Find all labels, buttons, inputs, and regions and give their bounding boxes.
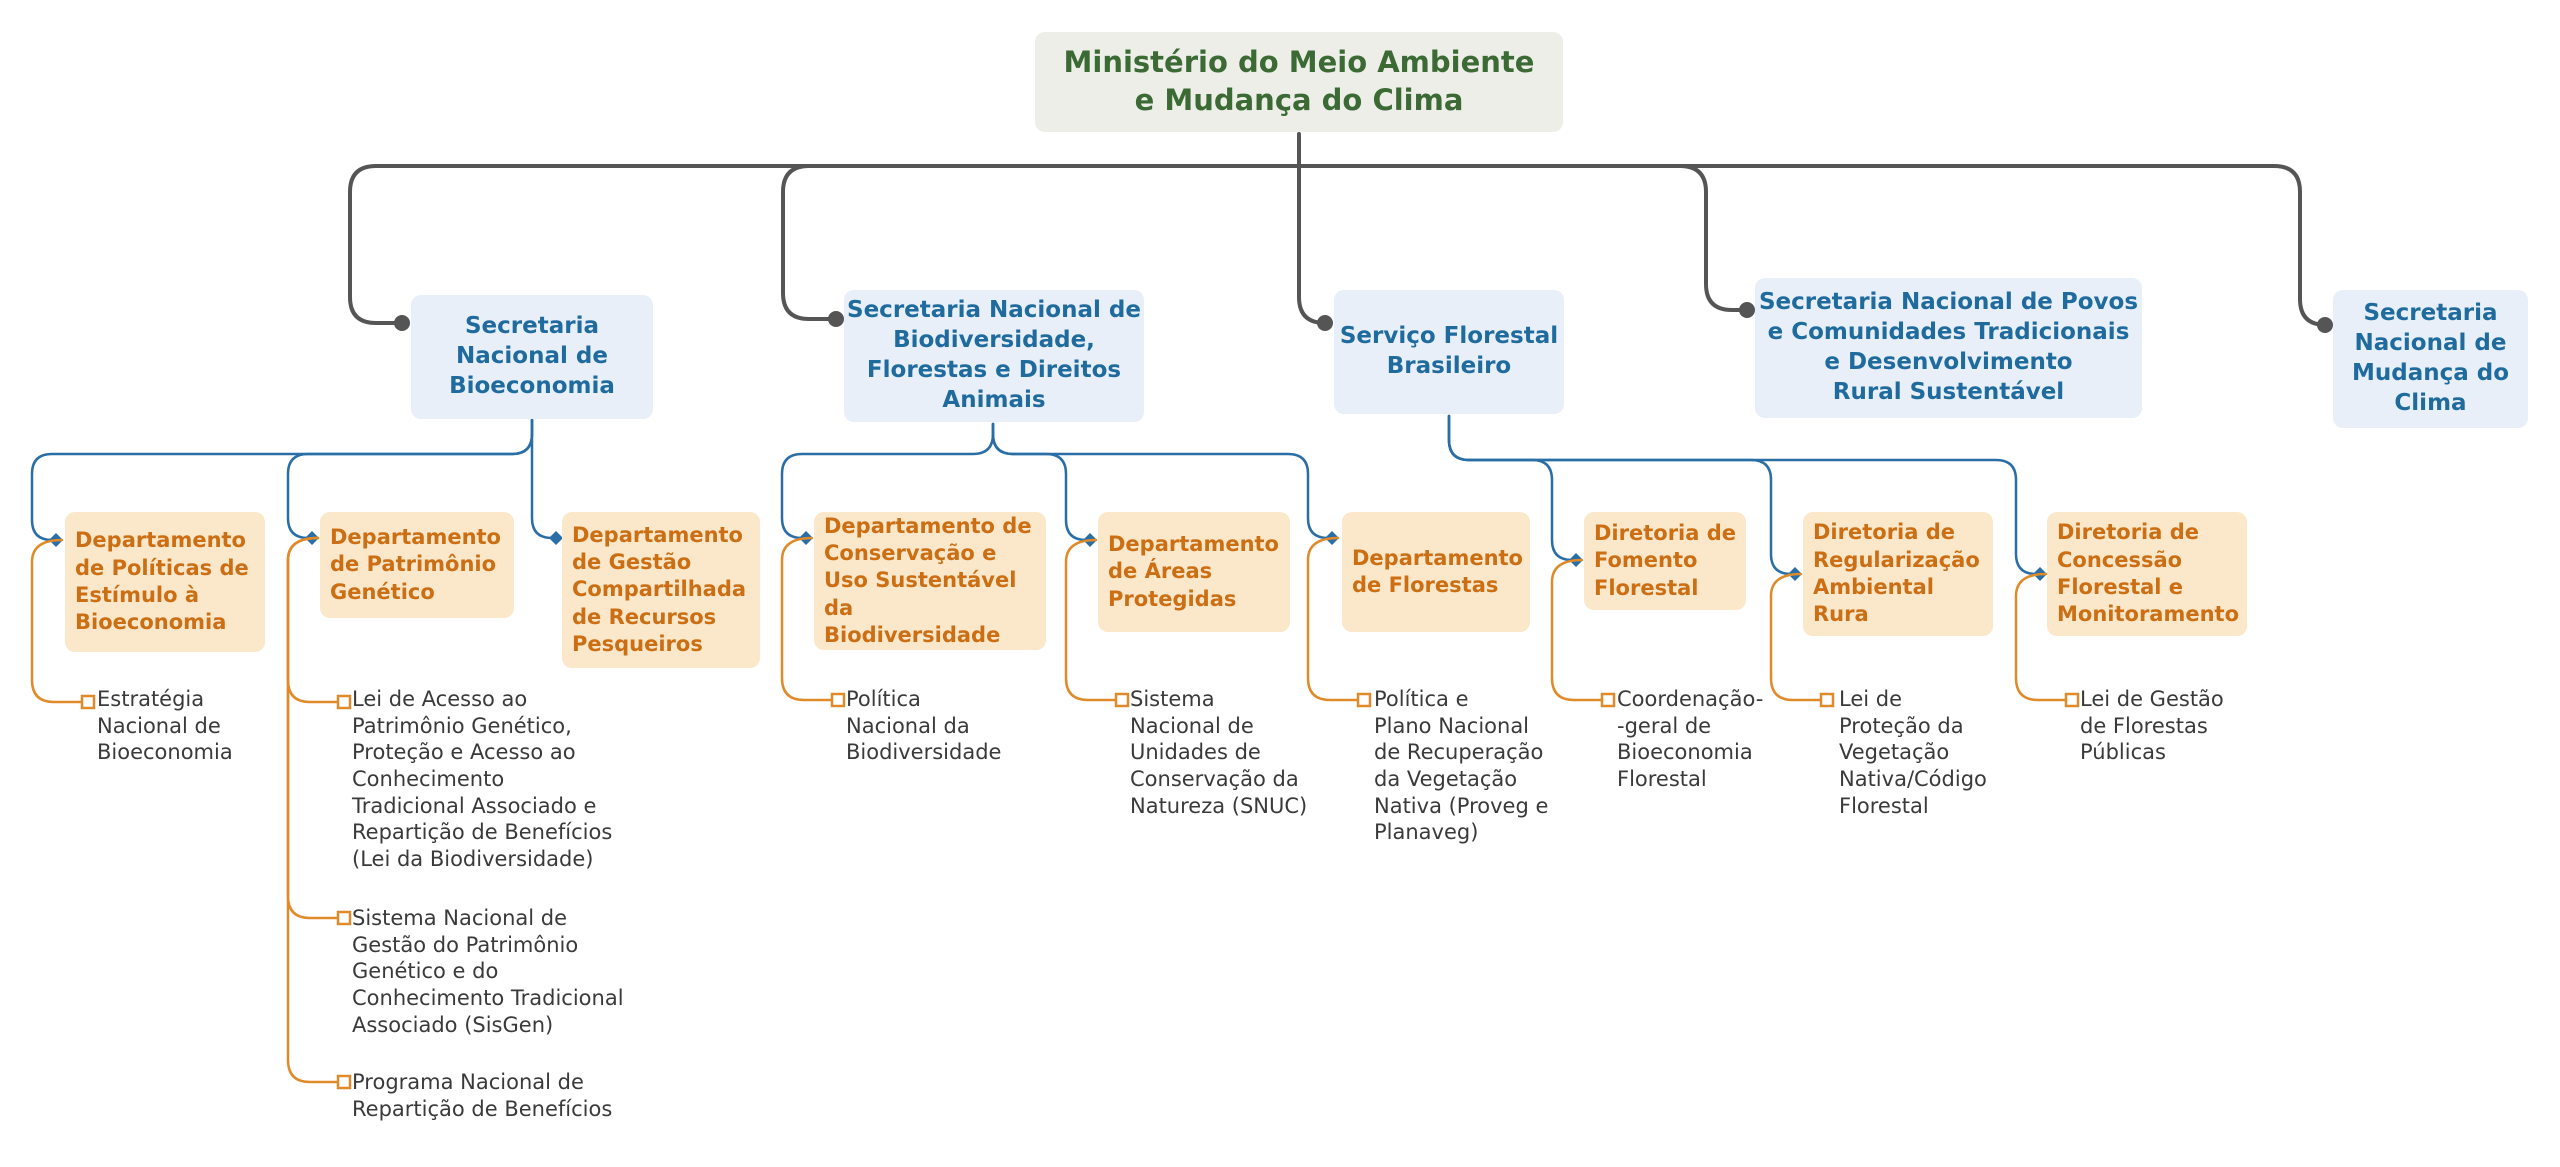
connector-square-marker bbox=[830, 692, 846, 708]
leaf-line bbox=[1064, 538, 1124, 702]
item-programa-reparticao[interactable]: Programa Nacional de Repartição de Benef… bbox=[352, 1069, 612, 1122]
department-label: Departamento de Florestas bbox=[1352, 545, 1523, 597]
department-label: Departamento de Áreas Protegidas bbox=[1108, 532, 1279, 611]
leaf-line bbox=[286, 536, 346, 1084]
connector-dot-marker bbox=[2317, 317, 2333, 333]
connector-square-marker bbox=[1356, 692, 1372, 708]
secretariat-servico-florestal[interactable]: Serviço Florestal Brasileiro bbox=[1334, 290, 1564, 414]
item-label: Política e Plano Nacional de Recuperação… bbox=[1374, 687, 1549, 845]
connector-square-marker bbox=[2064, 692, 2080, 708]
connector-square-marker bbox=[1114, 692, 1130, 708]
item-politica-biodiversidade[interactable]: Política Nacional da Biodiversidade bbox=[846, 686, 1001, 766]
connector-square-marker bbox=[1600, 692, 1616, 708]
item-codigo-florestal[interactable]: Lei de Proteção da Vegetação Nativa/Códi… bbox=[1839, 686, 1987, 819]
secretariat-povos-comunidades[interactable]: Secretaria Nacional de Povos e Comunidad… bbox=[1755, 278, 2142, 418]
connector-diamond-marker bbox=[549, 531, 563, 545]
department-patrimonio-genetico[interactable]: Departamento de Patrimônio Genético bbox=[320, 512, 514, 618]
trunk-line bbox=[348, 164, 1301, 325]
item-lei-biodiversidade[interactable]: Lei de Acesso ao Patrimônio Genético, Pr… bbox=[352, 686, 612, 873]
directorate-fomento-florestal[interactable]: Diretoria de Fomento Florestal bbox=[1584, 512, 1746, 610]
item-estrategia-bioeconomia[interactable]: Estratégia Nacional de Bioeconomia bbox=[97, 686, 233, 766]
branch-line bbox=[780, 422, 995, 540]
connector-dot-marker bbox=[1317, 315, 1333, 331]
department-label: Departamento de Políticas de Estímulo à … bbox=[75, 528, 249, 635]
item-proveg-planaveg[interactable]: Política e Plano Nacional de Recuperação… bbox=[1374, 686, 1548, 846]
secretariat-mudanca-clima[interactable]: Secretaria Nacional de Mudança do Clima bbox=[2333, 290, 2528, 428]
leaf-line bbox=[780, 536, 840, 702]
secretariat-bioeconomia[interactable]: Secretaria Nacional de Bioeconomia bbox=[411, 295, 653, 419]
ministry-root-label: Ministério do Meio Ambiente e Mudança do… bbox=[1063, 45, 1535, 117]
directorate-concessao-florestal[interactable]: Diretoria de Concessão Florestal e Monit… bbox=[2047, 512, 2247, 636]
department-label: Departamento de Conservação e Uso Susten… bbox=[824, 513, 1032, 647]
item-snuc[interactable]: Sistema Nacional de Unidades de Conserva… bbox=[1130, 686, 1307, 819]
item-label: Estratégia Nacional de Bioeconomia bbox=[97, 687, 233, 765]
department-label: Diretoria de Fomento Florestal bbox=[1594, 521, 1737, 600]
secretariat-label: Secretaria Nacional de Biodiversidade, F… bbox=[847, 297, 1141, 413]
trunk-line bbox=[1297, 164, 1749, 312]
item-sisgen[interactable]: Sistema Nacional de Gestão do Patrimônio… bbox=[352, 905, 624, 1038]
department-recursos-pesqueiros[interactable]: Departamento de Gestão Compartilhada de … bbox=[562, 512, 760, 668]
department-label: Diretoria de Concessão Florestal e Monit… bbox=[2057, 520, 2240, 627]
branch-line bbox=[991, 422, 1334, 540]
secretariat-label: Secretaria Nacional de Bioeconomia bbox=[449, 313, 615, 399]
item-label: Política Nacional da Biodiversidade bbox=[846, 687, 1002, 765]
directorate-regularizacao-ambiental[interactable]: Diretoria de Regularização Ambiental Rur… bbox=[1803, 512, 1993, 636]
secretariat-label: Secretaria Nacional de Mudança do Clima bbox=[2351, 300, 2510, 416]
branch-line bbox=[530, 418, 558, 540]
item-label: Programa Nacional de Repartição de Benef… bbox=[352, 1070, 613, 1121]
leaf-line bbox=[1769, 572, 1829, 702]
department-label: Diretoria de Regularização Ambiental Rur… bbox=[1813, 520, 1980, 627]
leaf-line bbox=[1306, 536, 1366, 702]
item-label: Lei de Proteção da Vegetação Nativa/Códi… bbox=[1839, 687, 1987, 818]
leaf-line bbox=[2014, 572, 2074, 702]
item-gestao-florestas-publicas[interactable]: Lei de Gestão de Florestas Públicas bbox=[2080, 686, 2224, 766]
department-politicas-bioeconomia[interactable]: Departamento de Políticas de Estímulo à … bbox=[65, 512, 265, 652]
item-label: Sistema Nacional de Unidades de Conserva… bbox=[1130, 687, 1308, 818]
item-label: Coordenação- -geral de Bioeconomia Flore… bbox=[1617, 687, 1764, 791]
connector-square-marker bbox=[336, 1074, 352, 1090]
connector-dot-marker bbox=[828, 311, 844, 327]
branch-line bbox=[1447, 414, 2042, 576]
trunk-line bbox=[1297, 164, 1327, 325]
item-label: Sistema Nacional de Gestão do Patrimônio… bbox=[352, 906, 624, 1037]
secretariat-label: Secretaria Nacional de Povos e Comunidad… bbox=[1758, 289, 2139, 405]
trunk-line bbox=[1297, 164, 2328, 327]
department-label: Departamento de Gestão Compartilhada de … bbox=[572, 522, 747, 656]
department-florestas[interactable]: Departamento de Florestas bbox=[1342, 512, 1530, 632]
secretariat-biodiversidade[interactable]: Secretaria Nacional de Biodiversidade, F… bbox=[844, 290, 1144, 422]
ministry-root-node[interactable]: Ministério do Meio Ambiente e Mudança do… bbox=[1035, 32, 1563, 132]
item-coordenacao-bioeconomia-florestal[interactable]: Coordenação- -geral de Bioeconomia Flore… bbox=[1617, 686, 1763, 793]
leaf-line bbox=[1550, 558, 1610, 702]
department-label: Departamento de Patrimônio Genético bbox=[330, 525, 501, 604]
item-label: Lei de Gestão de Florestas Públicas bbox=[2080, 687, 2224, 765]
branch-line bbox=[286, 418, 534, 540]
secretariat-label: Serviço Florestal Brasileiro bbox=[1339, 323, 1559, 379]
department-conservacao-biodiversidade[interactable]: Departamento de Conservação e Uso Susten… bbox=[814, 512, 1046, 650]
trunk-line bbox=[781, 164, 1301, 321]
connector-square-marker bbox=[80, 694, 96, 710]
connector-square-marker bbox=[1819, 692, 1835, 708]
connector-dot-marker bbox=[1739, 302, 1755, 318]
leaf-line bbox=[30, 538, 90, 704]
item-label: Lei de Acesso ao Patrimônio Genético, Pr… bbox=[352, 687, 613, 871]
connector-dot-marker bbox=[394, 315, 410, 331]
department-areas-protegidas[interactable]: Departamento de Áreas Protegidas bbox=[1098, 512, 1290, 632]
connector-square-marker bbox=[336, 910, 352, 926]
connector-square-marker bbox=[336, 694, 352, 710]
